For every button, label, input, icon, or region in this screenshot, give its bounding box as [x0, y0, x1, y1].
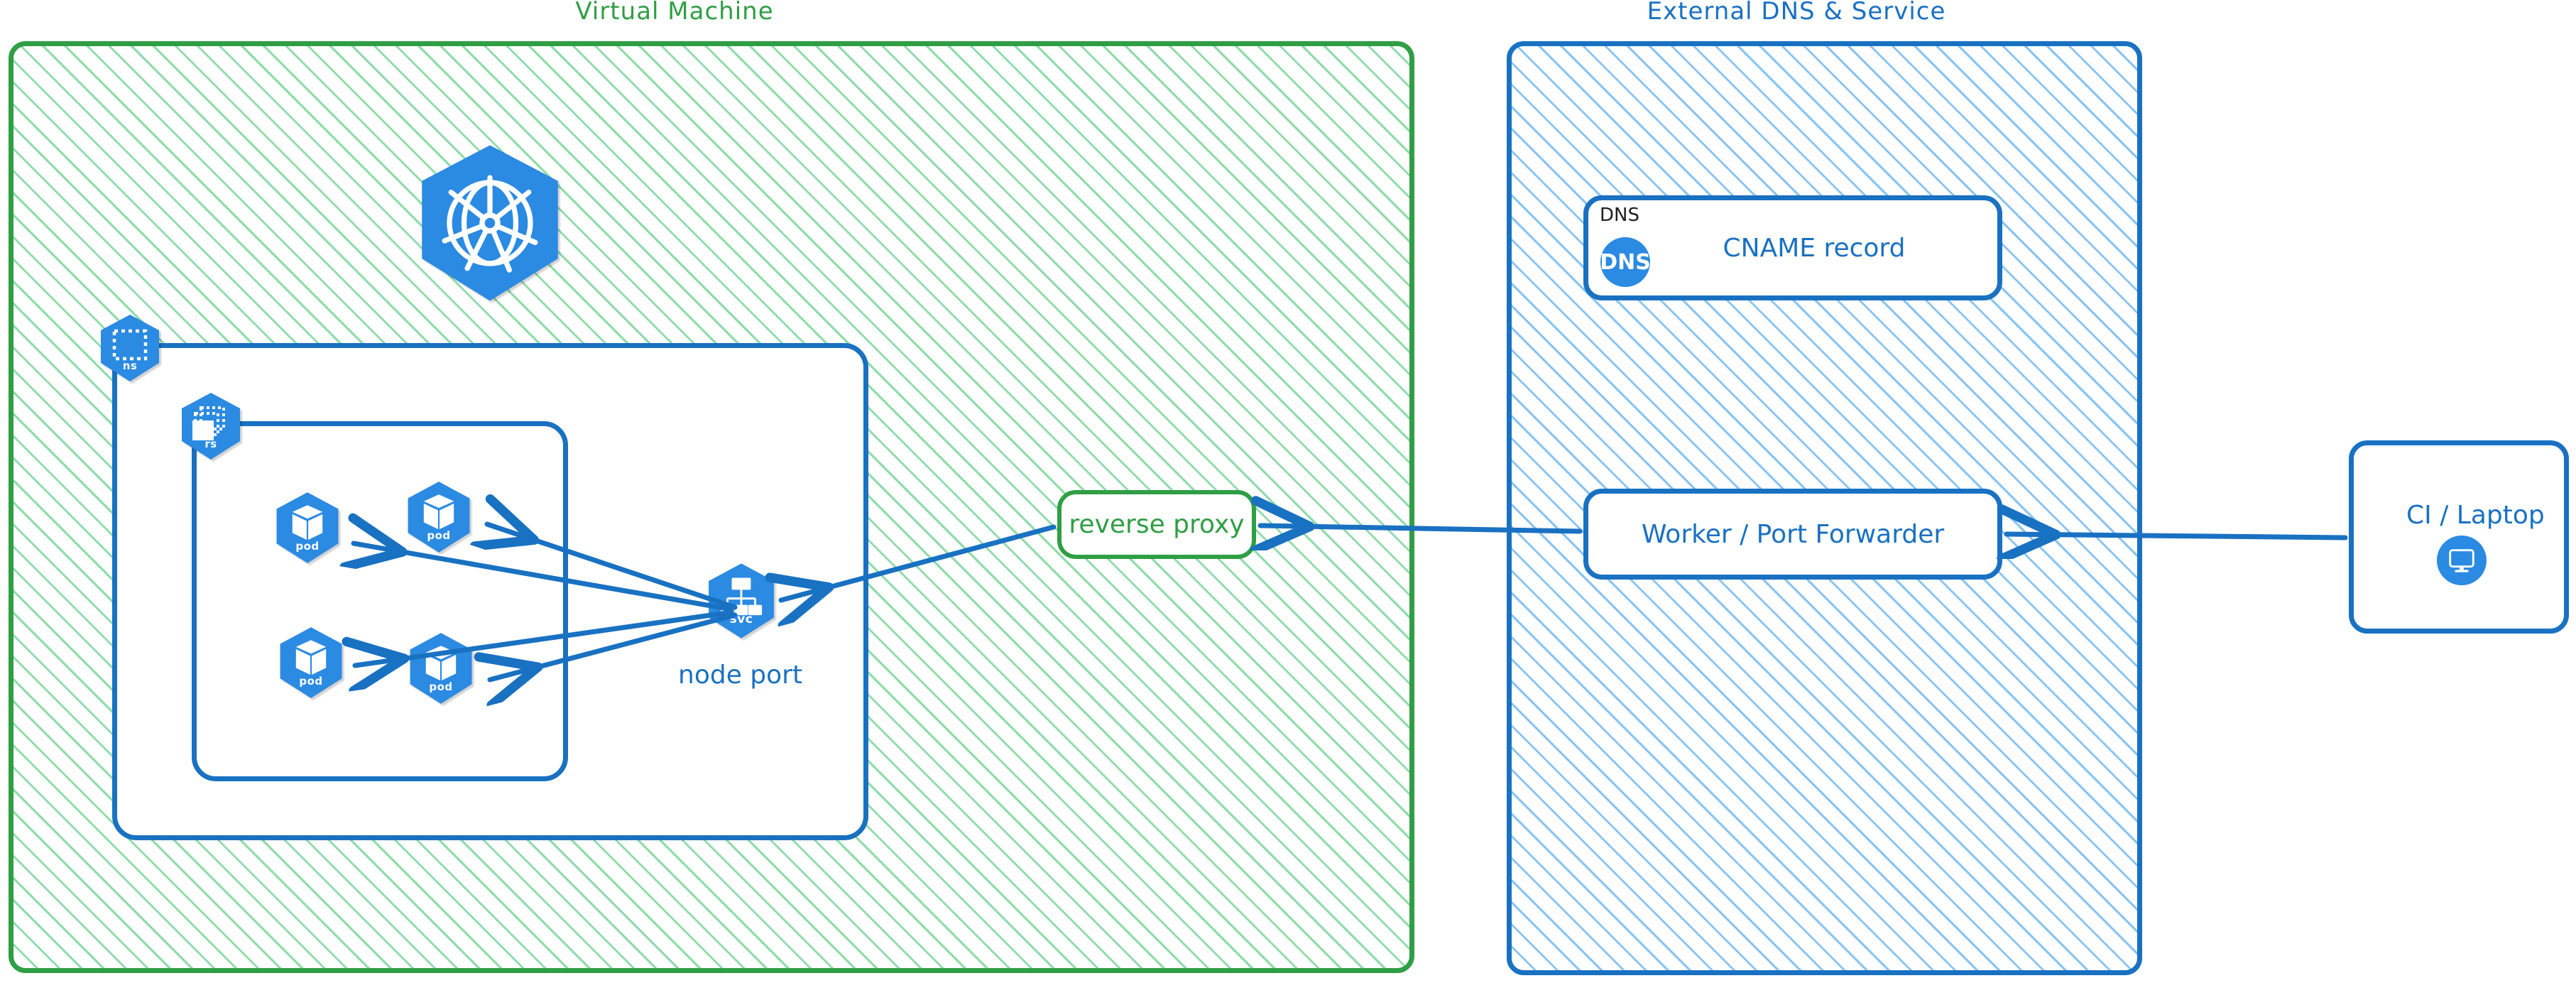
service-badge: svc	[702, 561, 781, 641]
replicaset-badge-caption: rs	[204, 438, 217, 450]
reverse-proxy-box[interactable]: reverse proxy	[1057, 490, 1256, 559]
pod-badge-4: pod	[403, 631, 479, 706]
namespace-badge-caption: ns	[122, 359, 138, 372]
dns-card-tag: DNS	[1600, 205, 1639, 226]
dns-card[interactable]: CNAME record	[1583, 195, 2002, 300]
replicaset-region	[192, 421, 568, 781]
pod-badge-1: pod	[270, 490, 345, 565]
replicaset-badge: rs	[175, 391, 246, 462]
pod-badge-caption: pod	[295, 540, 320, 553]
group-title-virtual-machine: Virtual Machine	[575, 0, 774, 26]
worker-port-forwarder-box[interactable]: Worker / Port Forwarder	[1583, 489, 2002, 580]
ci-laptop-label: CI / Laptop	[2406, 501, 2545, 530]
reverse-proxy-label: reverse proxy	[1069, 510, 1245, 539]
namespace-badge: ns	[94, 313, 165, 384]
pod-badge-2: pod	[401, 479, 476, 555]
pod-badge-caption: pod	[429, 680, 453, 693]
dns-circle-icon: DNS	[1600, 237, 1651, 287]
worker-port-forwarder-label: Worker / Port Forwarder	[1641, 519, 1945, 549]
group-title-external-dns-service: External DNS & Service	[1647, 0, 1946, 26]
pod-badge-caption: pod	[299, 675, 323, 688]
pod-badge-3: pod	[273, 625, 349, 700]
node-port-label: node port	[678, 661, 803, 690]
dns-card-label: CNAME record	[1723, 233, 1906, 263]
monitor-icon	[2437, 536, 2487, 585]
kubernetes-logo-icon	[409, 142, 571, 304]
service-badge-caption: svc	[729, 612, 753, 626]
pod-badge-caption: pod	[427, 529, 451, 542]
